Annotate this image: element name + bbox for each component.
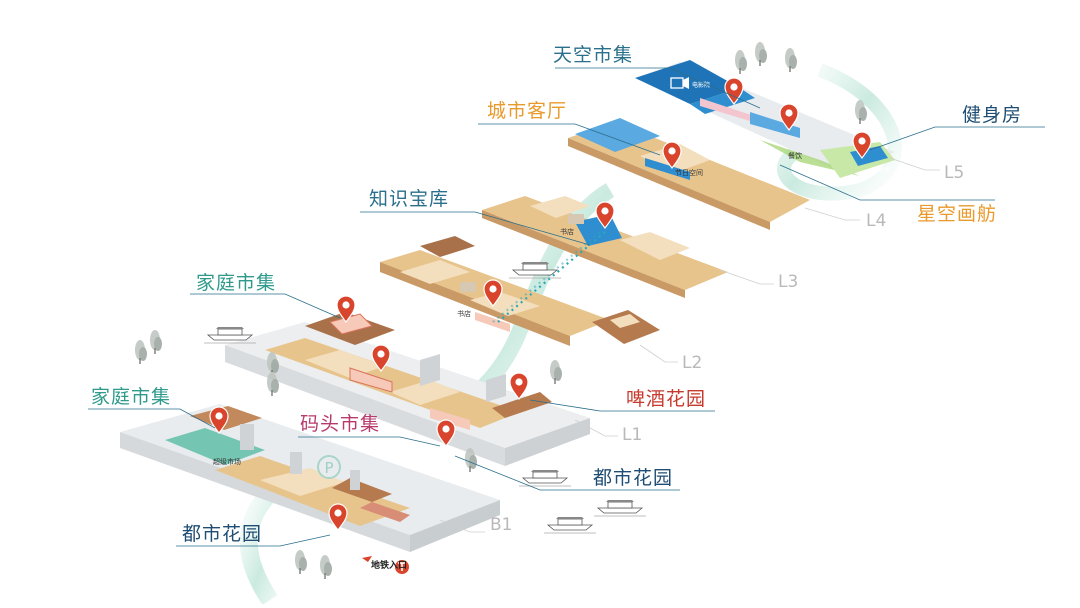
cinema-icon — [670, 77, 689, 89]
zone-label-sky-market[interactable]: 天空市集 — [553, 44, 634, 66]
green-swirl-top — [777, 63, 902, 201]
cinema-label: 电影院 — [692, 81, 710, 89]
zone-label-city-living-room[interactable]: 城市客厅 — [487, 100, 568, 122]
zone-label-knowledge-treasury[interactable]: 知识宝库 — [369, 188, 450, 210]
zone-label-gym[interactable]: 健身房 — [962, 104, 1023, 126]
festival-space-label: 节日空间 — [675, 168, 703, 177]
zone-label-beer-garden[interactable]: 啤酒花园 — [626, 388, 707, 410]
floor-l1 — [225, 322, 590, 466]
zone-label-star-boat[interactable]: 星空画舫 — [917, 203, 998, 225]
parking-label: P — [324, 459, 333, 477]
supermarket-label: 超级市场 — [213, 457, 241, 466]
floor-label-l2: L2 — [682, 353, 702, 373]
zone-label-urban-garden-b1[interactable]: 都市花园 — [182, 523, 263, 545]
floor-l3: 书店 — [482, 196, 728, 298]
metro-icon[interactable] — [395, 560, 409, 574]
zone-label-family-market-l2[interactable]: 家庭市集 — [196, 272, 277, 294]
bookstore-l2-label: 书店 — [457, 309, 471, 318]
bookstore-l3-label: 书店 — [560, 227, 574, 236]
zone-label-family-market-b1[interactable]: 家庭市集 — [91, 386, 172, 408]
zone-label-dock-market[interactable]: 码头市集 — [300, 413, 381, 435]
metro-entrance-label[interactable]: 地铁入口 — [371, 561, 408, 571]
floor-label-l3: L3 — [778, 272, 798, 292]
dining-label: 餐饮 — [788, 151, 802, 160]
floor-l5: 电影院 餐饮 健身房 — [635, 60, 895, 178]
parking-icon — [317, 455, 341, 479]
floor-label-l5: L5 — [944, 163, 964, 183]
zone-label-urban-garden-l1[interactable]: 都市花园 — [593, 467, 674, 489]
floor-l2: 书店 — [305, 236, 660, 346]
floor-l4: 节日空间 — [568, 118, 810, 230]
gym-small-label: 健身房 — [872, 166, 890, 174]
floor-label-l1: L1 — [622, 425, 642, 445]
floor-label-b1: B1 — [490, 515, 512, 535]
floor-label-l4: L4 — [866, 211, 886, 231]
